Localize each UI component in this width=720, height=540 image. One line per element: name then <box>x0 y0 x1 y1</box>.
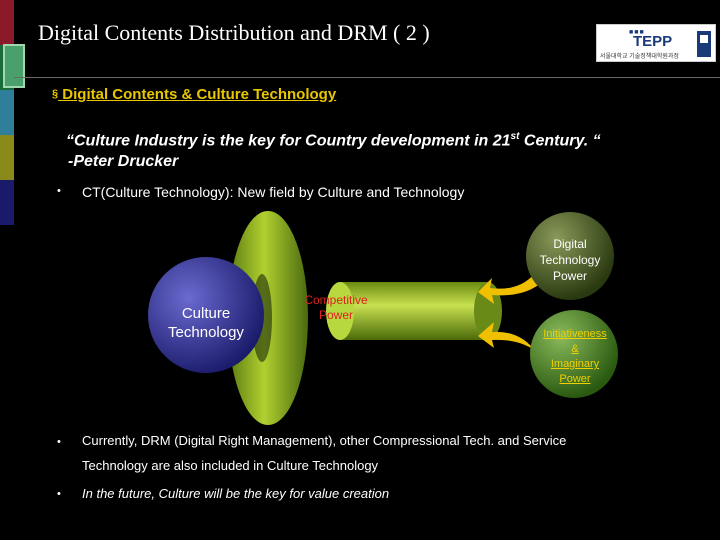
bullet-future: In the future, Culture will be the key f… <box>82 486 389 501</box>
bullet-drm-cont: Technology are also included in Culture … <box>82 458 378 473</box>
bullet-marker: • <box>57 488 61 500</box>
bullet-marker: • <box>57 436 61 448</box>
bullet-drm: Currently, DRM (Digital Right Management… <box>82 433 566 448</box>
